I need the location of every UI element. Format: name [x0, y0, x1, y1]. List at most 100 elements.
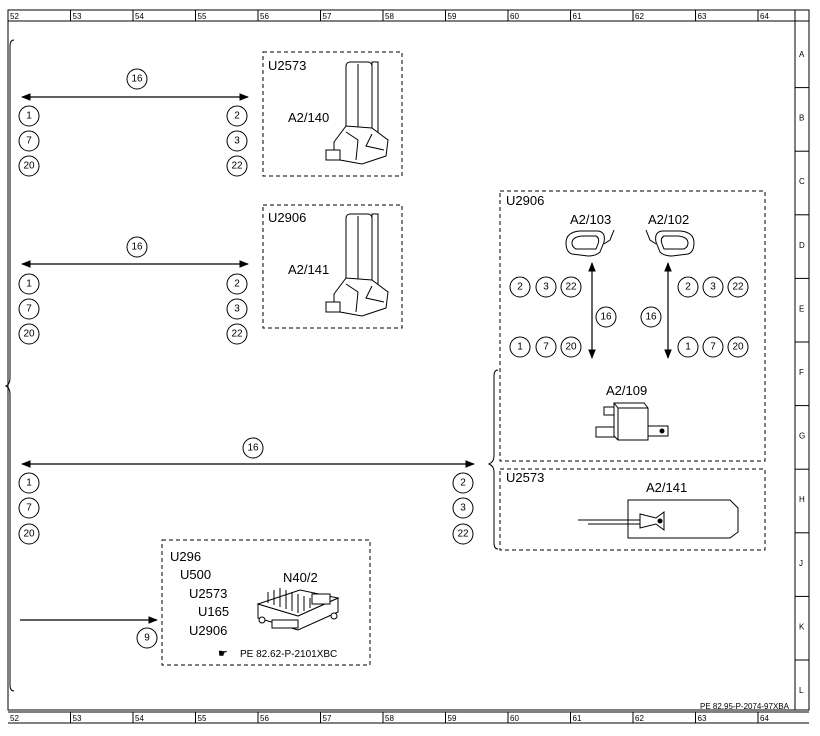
reference-link-text[interactable]: PE 82.62-P-2101XBC: [240, 649, 337, 660]
svg-text:16: 16: [600, 312, 612, 323]
variant-box: [499, 468, 766, 551]
column-label: 53: [73, 12, 82, 21]
pin-badge: 20: [560, 336, 582, 358]
column-label: 54: [135, 714, 144, 723]
svg-text:3: 3: [543, 282, 549, 293]
door-control-unit-drawing: [325, 213, 389, 317]
svg-text:20: 20: [732, 342, 744, 353]
reference-link[interactable]: ☛ PE 82.62-P-2101XBC: [218, 648, 337, 660]
row-label: K: [799, 622, 805, 631]
right-mirror-drawing: [645, 229, 695, 257]
pin-badge: 22: [452, 523, 474, 545]
svg-text:20: 20: [23, 329, 35, 340]
column-label: 57: [323, 12, 332, 21]
variant-code: U2573: [189, 586, 227, 601]
column-label: 63: [698, 714, 707, 723]
column-label: 59: [448, 12, 457, 21]
pin-badge: 2: [452, 472, 474, 494]
svg-text:3: 3: [460, 503, 466, 514]
row-label: L: [799, 686, 804, 695]
pin-badge: 7: [18, 298, 40, 320]
n40-box: 9 U296 U500 U2573 U165 U2906 N40/2 ☛ PE …: [20, 539, 371, 666]
svg-text:16: 16: [131, 242, 143, 253]
u2906-mirror-box: U2906 A2/103 A2/102 2 3 22 1 7 20 2 3 22…: [499, 190, 766, 462]
pin-badge: 1: [677, 336, 699, 358]
pin-badge: 2: [226, 105, 248, 127]
column-label: 60: [510, 12, 519, 21]
pin-badge: 2: [226, 273, 248, 295]
row-label: H: [799, 495, 805, 504]
wire-number-badge: 16: [242, 437, 264, 459]
pin-badge: 7: [18, 497, 40, 519]
svg-text:2: 2: [234, 279, 240, 290]
wire-number-badge: 16: [595, 306, 617, 328]
component-label: A2/141: [288, 262, 329, 277]
pin-badge: 1: [18, 105, 40, 127]
antenna-drawing: [578, 499, 739, 539]
svg-text:20: 20: [23, 161, 35, 172]
svg-text:3: 3: [710, 282, 716, 293]
variant-box: [499, 190, 766, 462]
column-label: 60: [510, 714, 519, 723]
pin-badge: 3: [226, 298, 248, 320]
amplifier-module-drawing: [256, 588, 340, 631]
row-label: C: [799, 177, 805, 186]
pin-badge: 20: [18, 155, 40, 177]
svg-text:1: 1: [517, 342, 523, 353]
column-label: 62: [635, 12, 644, 21]
pin-badge: 2: [509, 276, 531, 298]
svg-text:20: 20: [23, 529, 35, 540]
variant-code: U2906: [268, 210, 306, 225]
left-mirror-drawing: [565, 229, 615, 257]
row-label: A: [799, 50, 805, 59]
component-label: A2/140: [288, 110, 329, 125]
pin-badge: 22: [226, 323, 248, 345]
wire-number-badge: 16: [640, 306, 662, 328]
u2573-component-box: U2573 A2/141: [499, 468, 766, 551]
svg-text:7: 7: [26, 136, 32, 147]
svg-text:20: 20: [565, 342, 577, 353]
column-label: 61: [573, 12, 582, 21]
column-label: 55: [198, 714, 207, 723]
variant-code: U296: [170, 549, 201, 564]
svg-text:1: 1: [26, 279, 32, 290]
svg-text:22: 22: [565, 282, 577, 293]
connection-group-1: 16 1 7 20 2 3 22 U2573 A2/140: [18, 51, 403, 177]
pin-badge: 2: [677, 276, 699, 298]
column-label: 61: [573, 714, 582, 723]
pin-badge: 1: [509, 336, 531, 358]
pin-badge: 7: [702, 336, 724, 358]
pin-badge: 20: [727, 336, 749, 358]
svg-text:2: 2: [234, 111, 240, 122]
pin-badge: 7: [535, 336, 557, 358]
column-label: 58: [385, 714, 394, 723]
column-label: 56: [260, 714, 269, 723]
component-label: A2/109: [606, 383, 647, 398]
pin-badge: 22: [727, 276, 749, 298]
svg-text:16: 16: [247, 443, 259, 454]
column-label: 56: [260, 12, 269, 21]
row-label: F: [799, 368, 804, 377]
column-label: 52: [10, 12, 19, 21]
wire-number-badge: 16: [126, 236, 148, 258]
component-label: A2/141: [646, 480, 687, 495]
component-label: N40/2: [283, 570, 318, 585]
svg-text:7: 7: [26, 304, 32, 315]
variant-box: [161, 539, 371, 666]
column-label: 59: [448, 714, 457, 723]
row-label: B: [799, 114, 804, 123]
pin-badge: 20: [18, 323, 40, 345]
svg-text:22: 22: [732, 282, 744, 293]
connection-group-3: 16 1 7 20 2 3 22: [18, 437, 475, 545]
row-label: E: [799, 304, 804, 313]
svg-text:1: 1: [26, 111, 32, 122]
pin-badge: 3: [452, 497, 474, 519]
pin-badge: 3: [702, 276, 724, 298]
pin-badge: 3: [226, 130, 248, 152]
wire-number-badge: 9: [136, 627, 158, 649]
svg-text:2: 2: [460, 478, 466, 489]
